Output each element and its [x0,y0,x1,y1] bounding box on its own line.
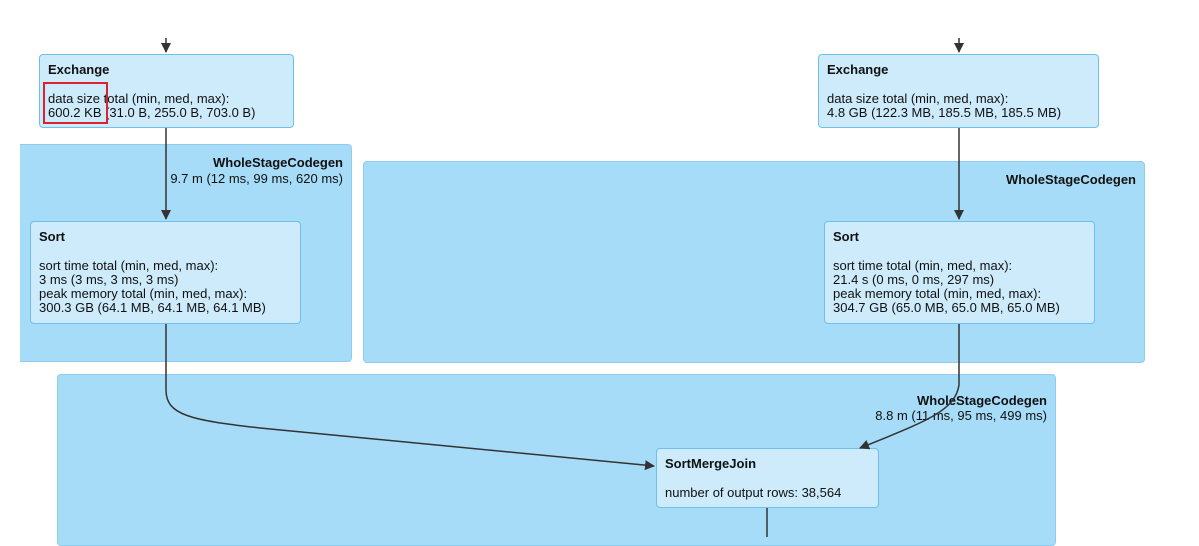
sort-left-title: Sort [39,229,65,244]
sort-left-line: 300.3 GB (64.1 MB, 64.1 MB, 64.1 MB) [39,300,266,315]
exchange-right-line: 4.8 GB (122.3 MB, 185.5 MB, 185.5 MB) [827,105,1062,120]
exchange-node-left[interactable]: Exchange data size total (min, med, max)… [39,54,294,128]
exchange-left-line: 600.2 KB (31.0 B, 255.0 B, 703.0 B) [48,105,256,120]
sort-right-title: Sort [833,229,859,244]
sort-node-left[interactable]: Sort sort time total (min, med, max): 3 … [30,221,301,324]
sort-left-line: sort time total (min, med, max): [39,258,219,273]
cluster-left-title: WholeStageCodegen [212,155,343,170]
smj-title: SortMergeJoin [665,456,757,471]
sort-right-line: peak memory total (min, med, max): [833,286,1042,301]
sort-right-line: 304.7 GB (65.0 MB, 65.0 MB, 65.0 MB) [833,300,1060,315]
sort-left-line: 3 ms (3 ms, 3 ms, 3 ms) [39,272,179,287]
cluster-right-title: WholeStageCodegen [1005,172,1136,187]
cluster-wholestage-bottom: WholeStageCodegen 8.8 m (11 ms, 95 ms, 4… [57,374,1056,546]
cluster-bottom-metric: 8.8 m (11 ms, 95 ms, 499 ms) [875,408,1047,423]
sort-node-right[interactable]: Sort sort time total (min, med, max): 21… [824,221,1095,324]
exchange-right-title: Exchange [827,62,889,77]
cluster-left-metric: 9.7 m (12 ms, 99 ms, 620 ms) [170,171,343,186]
exchange-right-line: data size total (min, med, max): [827,91,1009,106]
exchange-left-line: data size total (min, med, max): [48,91,230,106]
cluster-bottom-title: WholeStageCodegen [916,393,1047,408]
sortmergejoin-node[interactable]: SortMergeJoin number of output rows: 38,… [656,448,879,508]
smj-line: number of output rows: 38,564 [665,485,842,500]
sort-right-line: 21.4 s (0 ms, 0 ms, 297 ms) [833,272,995,287]
highlight-box [43,82,108,124]
exchange-left-title: Exchange [48,62,110,77]
exchange-node-right[interactable]: Exchange data size total (min, med, max)… [818,54,1099,128]
sort-right-line: sort time total (min, med, max): [833,258,1013,273]
sort-left-line: peak memory total (min, med, max): [39,286,248,301]
